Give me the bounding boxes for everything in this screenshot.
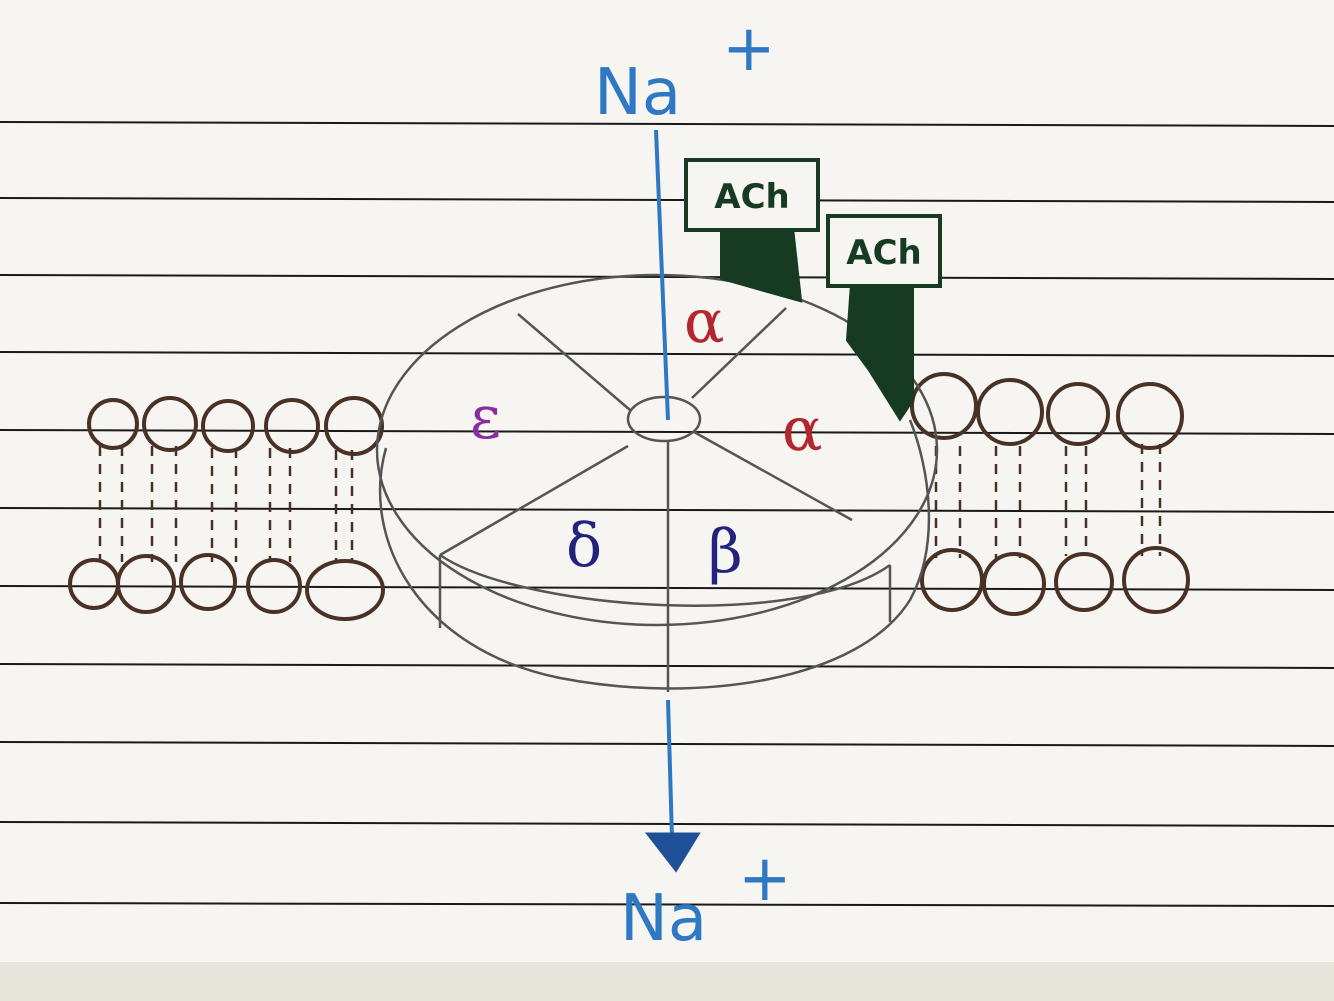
lipid-head [89, 400, 137, 448]
lipid-head [922, 550, 982, 610]
lipid-head [203, 401, 253, 451]
lipid-head [1118, 384, 1182, 448]
channel-pore [628, 397, 700, 441]
ion-label-top: Na [594, 56, 681, 130]
lipid-head [118, 556, 174, 612]
subunit-label-alpha-right: α [782, 395, 823, 465]
lipid-tails-left [100, 446, 352, 562]
lipid-head [1048, 384, 1108, 444]
ach-label-2: ACh [846, 233, 921, 273]
lipid-head [70, 560, 118, 608]
lipid-head [144, 398, 196, 450]
ach-label-1: ACh [714, 177, 789, 217]
ion-label-bottom: Na [620, 882, 707, 956]
subunit-label-epsilon: ε [470, 383, 501, 453]
lipid-head [326, 398, 382, 454]
ion-charge-bottom: + [738, 842, 792, 916]
ruled-line [0, 198, 1334, 202]
lipid-head [984, 554, 1044, 614]
ion-arrow-shaft-bottom [668, 700, 672, 838]
lipid-head [307, 561, 383, 619]
lipid-head [978, 380, 1042, 444]
lipid-head [912, 374, 976, 438]
ruled-line [0, 822, 1334, 826]
lipid-head [266, 400, 318, 452]
card-edge-shadow [0, 962, 1334, 1001]
channel-body-outline [380, 420, 929, 688]
subunit-label-beta: β [708, 517, 743, 587]
lipid-tails-right [936, 444, 1160, 558]
ach-binding-stem [722, 228, 800, 300]
ion-arrow-head [648, 834, 698, 870]
ion-charge-top: + [722, 12, 776, 86]
ion-flow-arrow [648, 130, 698, 870]
subunit-divider [518, 314, 630, 410]
lipid-head [1124, 548, 1188, 612]
subunit-label-delta: δ [566, 511, 602, 581]
lipid-head [1056, 554, 1112, 610]
ach-binding-stem [848, 284, 912, 418]
ruled-line [0, 430, 1334, 434]
lipid-head [181, 555, 235, 609]
ruled-line [0, 742, 1334, 746]
subunit-divider [694, 432, 852, 520]
lipid-bilayer-right [912, 374, 1188, 614]
subunit-label-alpha-top: α [684, 287, 725, 357]
